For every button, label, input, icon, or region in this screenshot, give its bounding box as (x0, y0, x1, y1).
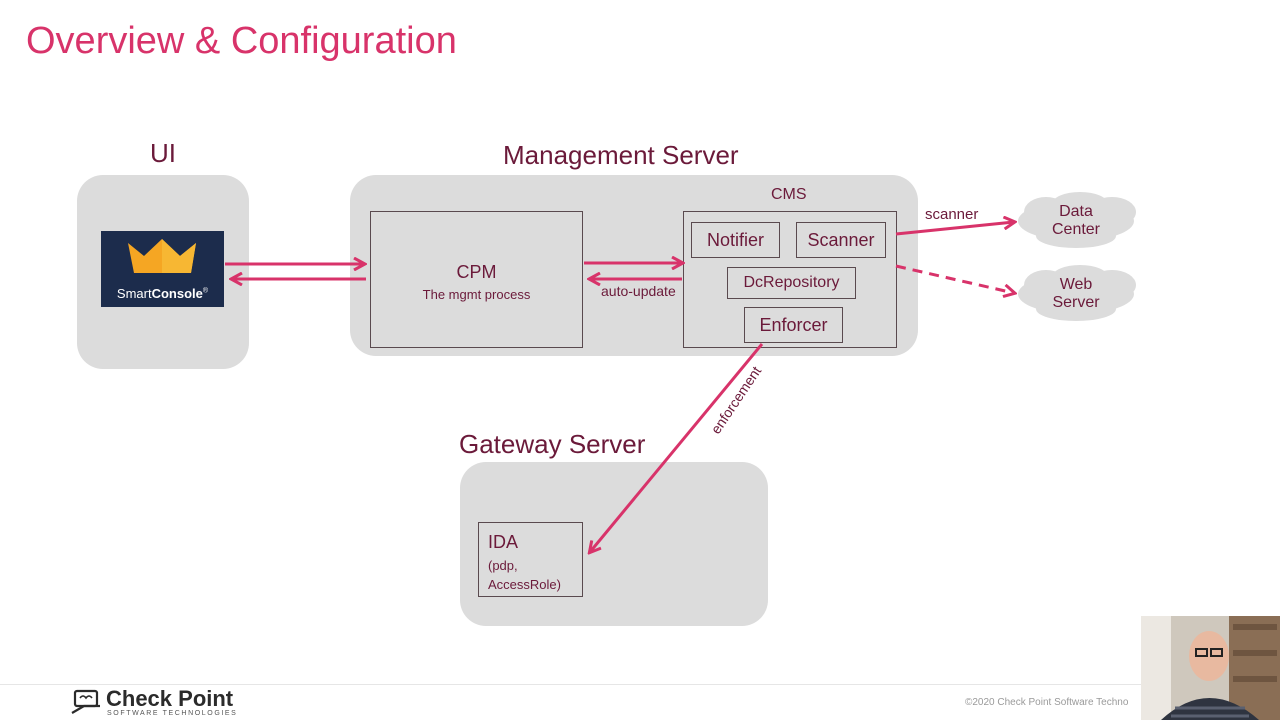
cpm-box: CPM The mgmt process (370, 211, 583, 348)
data-center-cloud (1018, 192, 1136, 248)
checkpoint-brand-sub: SOFTWARE TECHNOLOGIES (107, 710, 238, 717)
crown-icon (128, 239, 196, 273)
ida-box: IDA (pdp, AccessRole) (478, 522, 583, 597)
cms-label: CMS (771, 186, 807, 203)
management-server-label: Management Server (503, 140, 739, 170)
scanner-to-datacenter-arrow (895, 222, 1014, 236)
scanner-box: Scanner (796, 222, 886, 258)
cpm-name: CPM (456, 262, 497, 282)
web-server-cloud (1018, 265, 1136, 321)
checkpoint-brand: Check Point (106, 686, 234, 711)
presenter-video (1141, 616, 1280, 720)
data-center-label: Data Center (1051, 203, 1101, 238)
enforcement-arrow (590, 343, 764, 552)
ida-name: IDA (488, 532, 519, 552)
ida-details: (pdp, AccessRole) (488, 558, 561, 592)
checkpoint-logo-icon (71, 689, 100, 714)
enforcer-box: Enforcer (744, 307, 843, 343)
ui-section-label: UI (150, 138, 176, 168)
gateway-server-label: Gateway Server (459, 429, 646, 459)
scanner-arrow-label: scanner (925, 206, 979, 223)
page-title: Overview & Configuration (26, 20, 457, 62)
presenter-avatar-icon (1141, 616, 1280, 720)
smartconsole-logo: SmartConsole® (101, 231, 224, 307)
footer-divider (0, 684, 1280, 685)
scanner-to-webserver-arrow (895, 264, 1014, 293)
copyright-text: ©2020 Check Point Software Techno (965, 697, 1129, 708)
web-server-label: Web Server (1052, 276, 1100, 311)
dcrepository-box: DcRepository (727, 267, 856, 299)
auto-update-label: auto-update (601, 283, 676, 299)
notifier-box: Notifier (691, 222, 780, 258)
cpm-description: The mgmt process (422, 287, 531, 302)
smartconsole-label: SmartConsole® (116, 286, 209, 301)
